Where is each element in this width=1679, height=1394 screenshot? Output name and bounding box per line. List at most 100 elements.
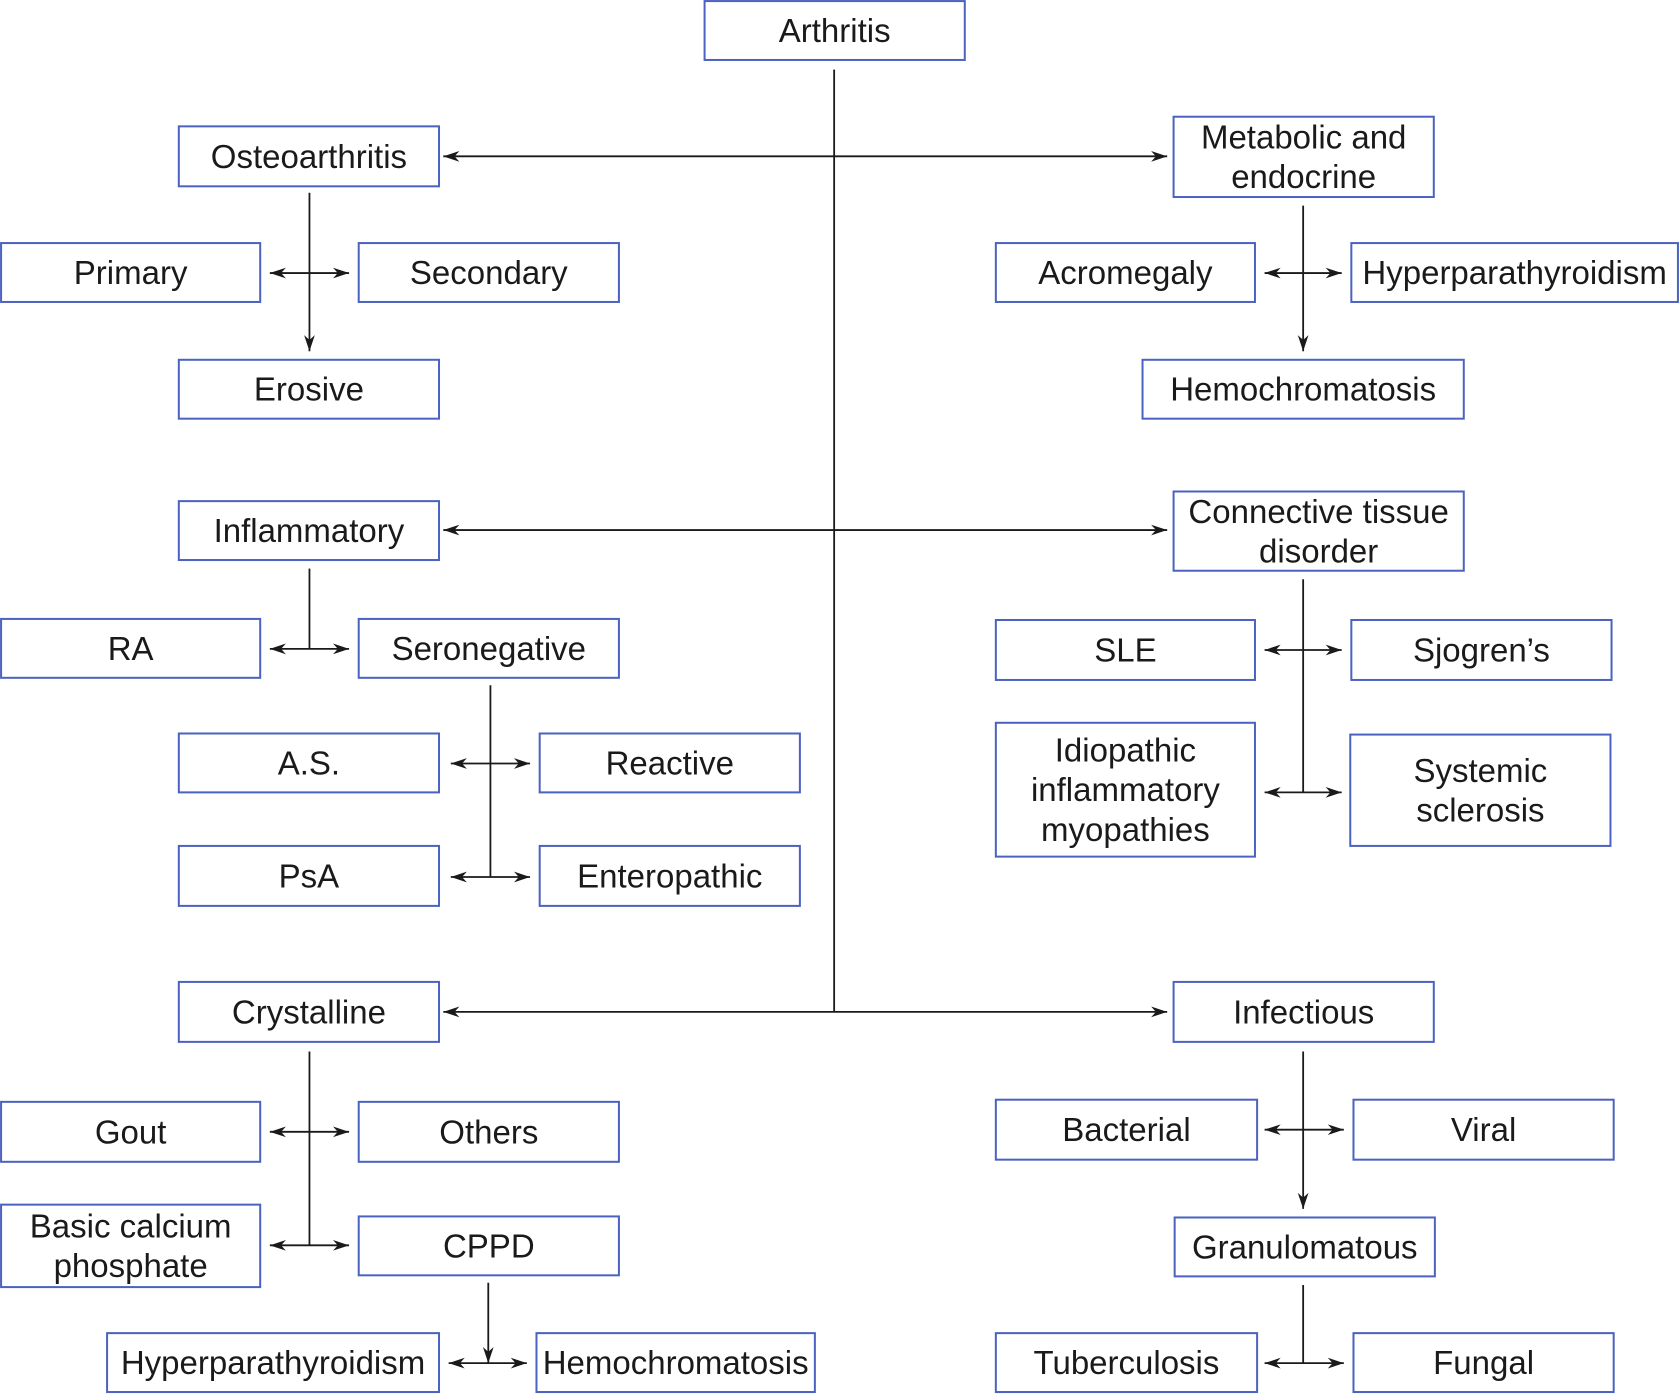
arrowhead-down [1297, 335, 1309, 352]
node-label: inflammatory [1031, 771, 1220, 808]
arrowhead-down [1297, 1192, 1309, 1209]
node-label: Gout [95, 1113, 167, 1150]
node-box [0, 617, 262, 679]
node-sle: SLE [994, 618, 1256, 681]
node-label: endocrine [1231, 158, 1376, 195]
node-box [0, 1100, 262, 1163]
node-bacterial: Bacterial [994, 1098, 1259, 1161]
node-hemochromatosis-cppd: Hemochromatosis [535, 1332, 816, 1394]
node-label: Acromegaly [1038, 254, 1213, 291]
arrowhead-right [333, 643, 350, 655]
arrowhead-right [333, 1239, 350, 1251]
node-crystalline: Crystalline [177, 980, 441, 1043]
node-box [177, 980, 441, 1043]
node-hyperparathyroidism-cppd: Hyperparathyroidism [106, 1332, 441, 1394]
node-others: Others [357, 1100, 620, 1163]
arrowhead-left [450, 871, 467, 883]
node-box [177, 500, 441, 562]
arrowhead-left [443, 1006, 460, 1018]
node-label: Crystalline [232, 993, 386, 1030]
node-label: Hyperparathyroidism [1362, 254, 1666, 291]
node-label: Arthritis [779, 12, 891, 49]
node-label: Basic calcium [30, 1208, 232, 1245]
node-label: Primary [74, 254, 188, 291]
node-primary: Primary [0, 242, 262, 303]
node-box [538, 844, 801, 907]
node-label: A.S. [278, 744, 340, 781]
node-label: Sjogren’s [1413, 631, 1550, 668]
node-box [1352, 1332, 1615, 1394]
node-inflammatory: Inflammatory [177, 500, 441, 562]
node-psa: PsA [177, 844, 441, 907]
arrowhead-down [304, 335, 315, 352]
node-box [1352, 1098, 1615, 1161]
node-label: Hemochromatosis [1170, 371, 1436, 408]
node-label: Erosive [254, 371, 364, 408]
arrowhead-left [450, 758, 467, 769]
node-box [357, 1215, 620, 1277]
node-label: Idiopathic [1055, 732, 1196, 769]
node-box [535, 1332, 816, 1394]
arrowhead-left [269, 643, 286, 655]
node-label: RA [108, 630, 154, 667]
node-label: Bacterial [1062, 1111, 1190, 1148]
node-box [1141, 358, 1465, 420]
node-box [357, 1100, 620, 1163]
node-arthritis: Arthritis [703, 0, 966, 61]
node-label: Fungal [1433, 1344, 1534, 1381]
connectors [269, 69, 1344, 1369]
node-label: Systemic [1413, 752, 1547, 789]
node-label: phosphate [54, 1247, 208, 1284]
node-enteropathic: Enteropathic [538, 844, 801, 907]
arrowhead-left [1264, 267, 1281, 279]
node-box [357, 617, 620, 679]
node-box [1350, 242, 1679, 303]
node-label: SLE [1094, 631, 1156, 668]
arrowhead-right [1151, 150, 1168, 162]
node-label: Hemochromatosis [543, 1344, 809, 1381]
node-label: Others [439, 1113, 538, 1150]
node-label: sclerosis [1416, 792, 1544, 829]
node-label: Connective tissue [1188, 493, 1448, 530]
node-ra: RA [0, 617, 262, 679]
node-hemochromatosis-metabolic: Hemochromatosis [1141, 358, 1465, 420]
node-granulomatous: Granulomatous [1173, 1216, 1436, 1278]
node-box [177, 358, 441, 420]
node-fungal: Fungal [1352, 1332, 1615, 1394]
arrowhead-left [269, 267, 286, 279]
node-box [177, 125, 441, 188]
node-infectious: Infectious [1172, 980, 1435, 1043]
arrowhead-right [333, 1126, 350, 1138]
node-box [106, 1332, 441, 1394]
node-label: disorder [1259, 532, 1378, 569]
node-hyperparathyroidism-metabolic: Hyperparathyroidism [1350, 242, 1679, 303]
node-box [538, 732, 801, 794]
arrowhead-down [482, 1347, 494, 1364]
node-label: Granulomatous [1192, 1228, 1418, 1265]
node-box [1172, 115, 1435, 199]
node-label: CPPD [443, 1227, 535, 1264]
arrowhead-right [333, 267, 350, 279]
node-label: Viral [1451, 1111, 1516, 1148]
node-cppd: CPPD [357, 1215, 620, 1277]
node-box [0, 1203, 262, 1289]
node-box [357, 242, 620, 303]
node-box [994, 242, 1256, 303]
arrowhead-left [269, 1126, 286, 1138]
node-label: Secondary [410, 254, 568, 291]
node-label: Seronegative [392, 630, 586, 667]
arrowhead-right [1325, 644, 1342, 656]
node-box [1172, 490, 1465, 572]
node-box [994, 618, 1256, 681]
node-box [1172, 980, 1435, 1043]
node-label: PsA [279, 857, 340, 894]
arrowhead-left [443, 524, 460, 536]
node-label: Osteoarthritis [211, 138, 407, 175]
node-box [994, 721, 1256, 858]
arrowhead-right [513, 758, 531, 769]
